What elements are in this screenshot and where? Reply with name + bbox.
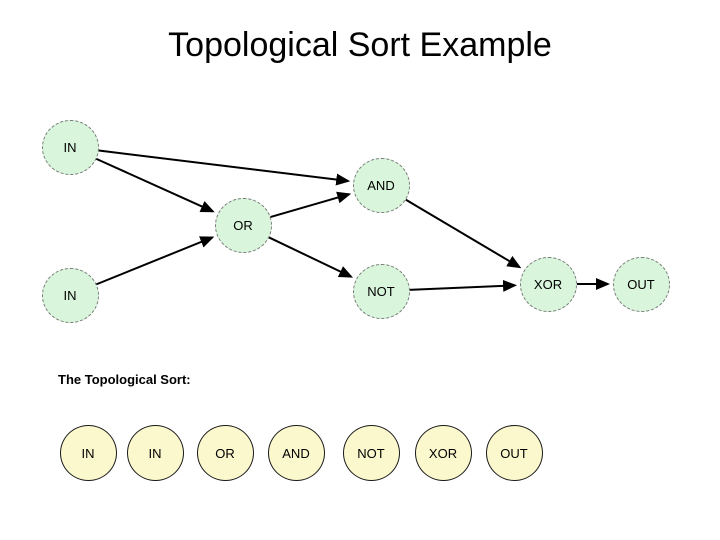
sorted-node-2[interactable]: OR bbox=[196, 425, 254, 481]
sorted-node-label: NOT bbox=[357, 445, 385, 461]
sorted-node-label: AND bbox=[282, 445, 310, 461]
sorted-node-0[interactable]: IN bbox=[59, 425, 117, 481]
graph-node-label: XOR bbox=[533, 276, 563, 292]
sorted-node-3[interactable]: AND bbox=[267, 425, 325, 481]
sorted-node-label: IN bbox=[81, 445, 95, 461]
sorted-node-label: OUT bbox=[500, 445, 528, 461]
sorted-node-5[interactable]: XOR bbox=[414, 425, 472, 481]
graph-node-out[interactable]: OUT bbox=[612, 256, 670, 312]
graph-node-label: NOT bbox=[367, 283, 395, 299]
graph-node-in2[interactable]: IN bbox=[41, 267, 99, 323]
graph-node-label: IN bbox=[63, 287, 77, 303]
sorted-node-6[interactable]: OUT bbox=[485, 425, 543, 481]
graph-node-in1[interactable]: IN bbox=[41, 119, 99, 175]
graph-node-or[interactable]: OR bbox=[214, 197, 272, 253]
edge-and-to-xor bbox=[404, 198, 522, 269]
graph-node-and[interactable]: AND bbox=[352, 157, 410, 213]
sorted-node-label: IN bbox=[148, 445, 162, 461]
graph-node-not[interactable]: NOT bbox=[352, 263, 410, 319]
sorted-node-label: OR bbox=[215, 445, 235, 461]
graph-node-label: AND bbox=[367, 177, 395, 193]
edge-or-to-not bbox=[267, 236, 354, 278]
edge-in2-to-or bbox=[95, 236, 215, 286]
page-title: Topological Sort Example bbox=[168, 26, 552, 64]
graph-node-label: IN bbox=[63, 139, 77, 155]
edge-not-to-xor bbox=[408, 279, 518, 292]
edge-or-to-and bbox=[269, 191, 352, 219]
edge-in1-to-and bbox=[97, 149, 351, 186]
sorted-node-1[interactable]: IN bbox=[126, 425, 184, 481]
graph-node-xor[interactable]: XOR bbox=[519, 256, 577, 312]
sorted-node-label: XOR bbox=[428, 445, 458, 461]
edge-in1-to-or bbox=[95, 157, 215, 213]
edge-group bbox=[95, 149, 610, 292]
graph-node-label: OUT bbox=[627, 276, 655, 292]
sorted-node-4[interactable]: NOT bbox=[342, 425, 400, 481]
graph-node-label: OR bbox=[233, 217, 253, 233]
topological-sort-caption: The Topological Sort: bbox=[58, 372, 191, 387]
